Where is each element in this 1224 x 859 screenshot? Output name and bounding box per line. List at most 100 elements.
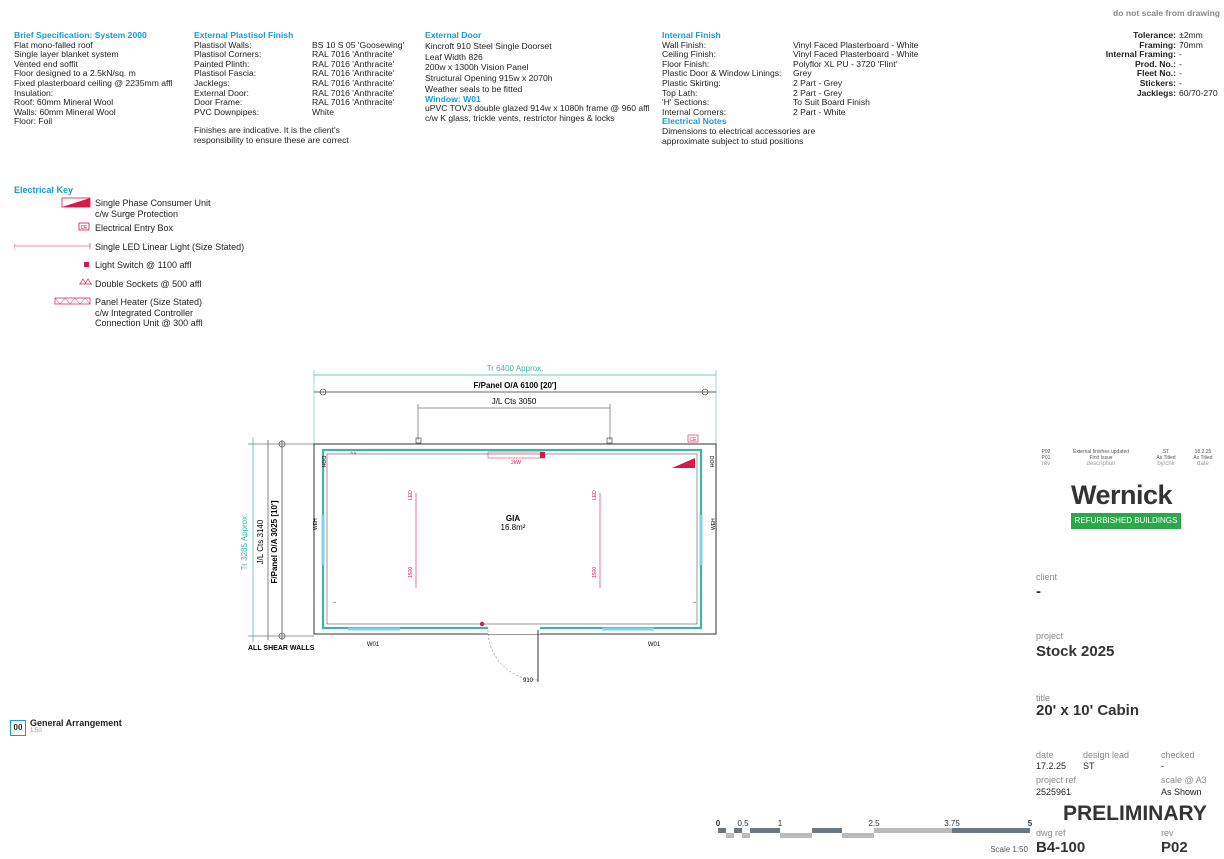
view-number: 00 (10, 720, 26, 736)
date-label: date (1036, 750, 1054, 760)
finish-row-value: RAL 7016 'Anthracite' (312, 49, 395, 60)
gia-area: 16.8m² (501, 523, 526, 532)
internal-row: Plastic Door & Window Linings:Grey (662, 69, 942, 79)
finish-row-value: RAL 7016 'Anthracite' (312, 58, 395, 69)
internal-row-label: Floor Finish: (662, 58, 710, 69)
finish-row-value: RAL 7016 'Anthracite' (312, 68, 395, 79)
led-length-left: 1500 (408, 567, 414, 578)
window-label-left: W01 (367, 642, 380, 648)
led-label-left: LED (408, 490, 414, 500)
scale-bar-tick: 3.75 (944, 819, 960, 828)
finish-row-label: Plastisol Walls: (194, 39, 252, 50)
revision-code: P01 (1041, 455, 1051, 461)
electrical-notes-title: Electrical Notes (662, 116, 727, 127)
door-line: Structural Opening 915w x 2070h (425, 73, 553, 84)
internal-row-label: Internal Corners: (662, 106, 727, 117)
spec-line: Floor: Foil (14, 116, 53, 127)
revision-by: ST (1162, 449, 1170, 455)
finish-title: External Plastisol Finish (194, 30, 294, 40)
tolerance-row: Jacklegs:60/70-270 (1090, 88, 1220, 99)
tolerance-label: Tolerance: (1133, 30, 1176, 40)
spec-line: Fixed plasterboard ceiling @ 2235mm affl (14, 77, 173, 88)
internal-row: 'H' Sections:To Suit Board Finish (662, 98, 942, 108)
scale-bar-tick: 0.5 (737, 819, 749, 828)
consumer-unit-icon (62, 198, 90, 207)
entry-box (687, 434, 699, 443)
heater-label: 2kW (511, 460, 521, 466)
finish-row: Plastisol Fascia: RAL 7016 'Anthracite' (194, 69, 424, 79)
refurbished-badge: REFURBISHED BUILDINGS (1071, 513, 1181, 529)
shear-walls-note: ALL SHEAR WALLS (248, 645, 315, 652)
dim-panel-side: F/Panel O/A 3025 [10'] (270, 500, 279, 583)
internal-row-label: Top Lath: (662, 87, 698, 98)
dim-jl-side: J/L Cts 3140 (256, 519, 265, 564)
design-lead-label: design lead (1083, 750, 1130, 760)
finish-row-value: BS 10 S 05 'Goosewing' (312, 39, 405, 50)
key-symbols: CE (14, 197, 92, 305)
door-line: Kincroft 910 Steel Single Doorset (425, 40, 552, 51)
tolerance-row: Framing:70mm (1090, 39, 1220, 51)
finish-row: Door Frame:RAL 7016 'Anthracite' (194, 98, 424, 108)
tolerance-value: - (1179, 49, 1182, 60)
panel-heater (487, 451, 544, 459)
tolerance-label: Stickers: (1139, 77, 1176, 88)
internal-row: Floor Finish:Polyflor XL PU - 3720 'Flin… (662, 58, 942, 70)
electrical-key: Electrical Key CE Single Phase Consumer … (14, 185, 274, 336)
checked-value: - (1161, 761, 1164, 771)
gia-label: GIA (506, 514, 520, 523)
internal-row: Wall Finish: Vinyl Faced Plasterboard - W… (662, 39, 942, 51)
doh-right: DOH (708, 456, 714, 468)
svg-text:CE: CE (81, 225, 89, 231)
doh-left: DOH (320, 456, 326, 468)
revision-description: External finishes updated (1072, 449, 1130, 455)
finish-row-label: Plastisol Fascia: (194, 68, 257, 79)
internal-row-value: Grey (793, 68, 812, 79)
revision-date: As Titled (1193, 455, 1213, 461)
key-socket-label: Double Sockets @ 500 affl (95, 279, 202, 289)
key-heater-label: Panel Heater (Size Stated) (95, 297, 203, 307)
revision-description: First Issue (1089, 455, 1113, 461)
dim-panel-top: F/Panel O/A 6100 [20'] (474, 381, 557, 390)
spec-line: Roof: 60mm Mineral Wool (14, 97, 114, 108)
project-label: project (1036, 631, 1064, 641)
scale-bar-tick: 2.5 (868, 819, 880, 828)
door-line: Leaf Width 826 (425, 51, 483, 62)
finish-row: PVC Downpipes:White (194, 107, 424, 118)
scale-bar-tick: 0 (716, 819, 721, 828)
finish-row-value: RAL 7016 'Anthracite' (312, 77, 395, 88)
rev-label: rev (1161, 828, 1174, 838)
internal-row-value: Vinyl Faced Plasterboard - White (793, 49, 919, 60)
internal-row: Ceiling Finish:Vinyl Faced Plasterboard … (662, 50, 942, 60)
status-label: PRELIMINARY (1063, 802, 1207, 825)
project-ref-value: 2525961 (1036, 787, 1072, 797)
door-block: External Door Kincroft 910 Steel Single … (425, 30, 653, 123)
finish-row: External Door:RAL 7016 'Anthracite' (194, 87, 424, 99)
revision-header: rev description by/chk date (1041, 461, 1209, 467)
internal-row-value: Vinyl Faced Plasterboard - White (793, 39, 919, 50)
finish-row-label: External Door: (194, 87, 249, 98)
spec-title: Brief Specification: System 2000 (14, 30, 147, 40)
internal-row: Top Lath:2 Part - Grey (662, 87, 942, 99)
spec-line: Flat mono-falled roof (14, 39, 93, 50)
spec-line: Insulation: (14, 87, 54, 98)
tolerance-label: Framing: (1139, 39, 1176, 50)
finish-row: Painted Plinth:RAL 7016 'Anthracite' (194, 58, 424, 70)
internal-row-value: 2 Part - White (793, 106, 846, 117)
socket-left: ⌃ (332, 601, 337, 608)
scale-note: do not scale from drawing (1113, 8, 1220, 18)
weh-right: WEH (711, 518, 717, 530)
panel-heater-icon (54, 297, 91, 305)
spec-line: Walls: 60mm Mineral Wool (14, 106, 116, 117)
tolerance-value: ±2mm (1179, 30, 1203, 40)
key-consumer-unit-label: Single Phase Consumer Unit (95, 198, 211, 208)
wernick-logo: Wernick (1071, 480, 1173, 510)
tolerance-row: Stickers:- (1090, 77, 1220, 89)
internal-row-label: Wall Finish: (662, 39, 707, 50)
finish-note: Finishes are indicative. It is the clien… (194, 125, 349, 145)
light-switch (479, 621, 485, 627)
tolerance-label: Fleet No.: (1136, 68, 1176, 79)
view-scale: 1:50 (30, 728, 42, 734)
window-text: uPVC TOV3 double glazed 914w x 1080h fra… (425, 103, 650, 123)
tolerance-label: Prod. No.: (1134, 58, 1176, 69)
